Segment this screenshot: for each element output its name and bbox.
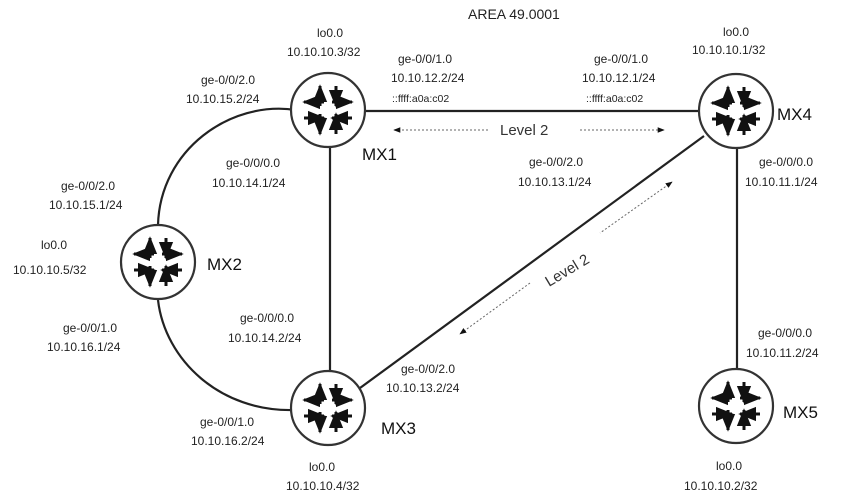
adjacency-arrow-mx3-diag <box>459 282 531 335</box>
area-label: AREA 49.0001 <box>468 6 560 22</box>
mx1-if-to-mx3-addr: 10.10.14.1/24 <box>212 176 286 190</box>
mx3-loopback-name: lo0.0 <box>309 460 335 474</box>
link-mx2-mx3 <box>156 299 295 412</box>
mx3-if-to-mx4-name: ge-0/0/2.0 <box>401 362 455 376</box>
router-name-mx1: MX1 <box>362 145 397 164</box>
mx5-loopback-addr: 10.10.10.2/32 <box>684 479 758 493</box>
mx3-loopback-addr: 10.10.10.4/32 <box>286 479 360 493</box>
router-mx3[interactable] <box>291 371 365 445</box>
mx3-if-to-mx1-name: ge-0/0/0.0 <box>240 311 294 325</box>
mx4-if-to-mx5-name: ge-0/0/0.0 <box>759 155 813 169</box>
router-mx4[interactable] <box>699 74 773 148</box>
router-name-mx2: MX2 <box>207 255 242 274</box>
adjacency-label-mx3-mx4: Level 2 <box>542 251 592 290</box>
mx4-if-to-mx3-addr: 10.10.13.1/24 <box>518 175 592 189</box>
mx4-if-to-mx1-addr: 10.10.12.1/24 <box>582 71 656 85</box>
mx2-if-to-mx3-addr: 10.10.16.1/24 <box>47 340 121 354</box>
mx2-loopback-name: lo0.0 <box>41 238 67 252</box>
mx4-loopback-name: lo0.0 <box>723 25 749 39</box>
mx2-if-to-mx1-name: ge-0/0/2.0 <box>61 179 115 193</box>
mx1-if-to-mx2-name: ge-0/0/2.0 <box>201 73 255 87</box>
mx3-if-to-mx4-addr: 10.10.13.2/24 <box>386 381 460 395</box>
mx2-if-to-mx3-name: ge-0/0/1.0 <box>63 321 117 335</box>
mx1-if-to-mx4-name: ge-0/0/1.0 <box>398 52 452 66</box>
adjacency-arrow-mx4-diag <box>599 181 673 234</box>
mx1-loopback-name: lo0.0 <box>317 26 343 40</box>
adjacency-label-mx1-mx4: Level 2 <box>500 122 548 139</box>
router-mx1[interactable] <box>291 73 365 147</box>
router-mx2[interactable] <box>121 225 195 299</box>
mx1-if-to-mx2-addr: 10.10.15.2/24 <box>186 92 260 106</box>
mx1-if-to-mx3-name: ge-0/0/0.0 <box>226 156 280 170</box>
mx1-if-to-mx4-addr: 10.10.12.2/24 <box>391 71 465 85</box>
mx1-if-to-mx4-ipv6: ::ffff:a0a:c02 <box>392 93 449 105</box>
mx5-loopback-name: lo0.0 <box>716 459 742 473</box>
mx3-if-to-mx1-addr: 10.10.14.2/24 <box>228 331 302 345</box>
router-name-mx5: MX5 <box>783 403 818 422</box>
link-mx1-mx2 <box>156 107 297 226</box>
mx4-if-to-mx3-name: ge-0/0/2.0 <box>529 155 583 169</box>
mx4-if-to-mx5-addr: 10.10.11.1/24 <box>745 175 818 189</box>
mx5-if-to-mx4-name: ge-0/0/0.0 <box>758 326 812 340</box>
mx1-loopback-addr: 10.10.10.3/32 <box>287 45 361 59</box>
mx3-if-to-mx2-name: ge-0/0/1.0 <box>200 415 254 429</box>
router-name-mx4: MX4 <box>777 105 812 124</box>
mx3-if-to-mx2-addr: 10.10.16.2/24 <box>191 434 265 448</box>
mx5-if-to-mx4-addr: 10.10.11.2/24 <box>746 346 819 360</box>
mx2-loopback-addr: 10.10.10.5/32 <box>13 263 87 277</box>
mx2-if-to-mx1-addr: 10.10.15.1/24 <box>49 198 123 212</box>
mx4-if-to-mx1-ipv6: ::ffff:a0a:c02 <box>586 93 643 105</box>
link-mx3-mx4 <box>359 135 705 389</box>
mx4-loopback-addr: 10.10.10.1/32 <box>692 43 766 57</box>
router-name-mx3: MX3 <box>381 419 416 438</box>
router-mx5[interactable] <box>699 369 773 443</box>
mx4-if-to-mx1-name: ge-0/0/1.0 <box>594 52 648 66</box>
